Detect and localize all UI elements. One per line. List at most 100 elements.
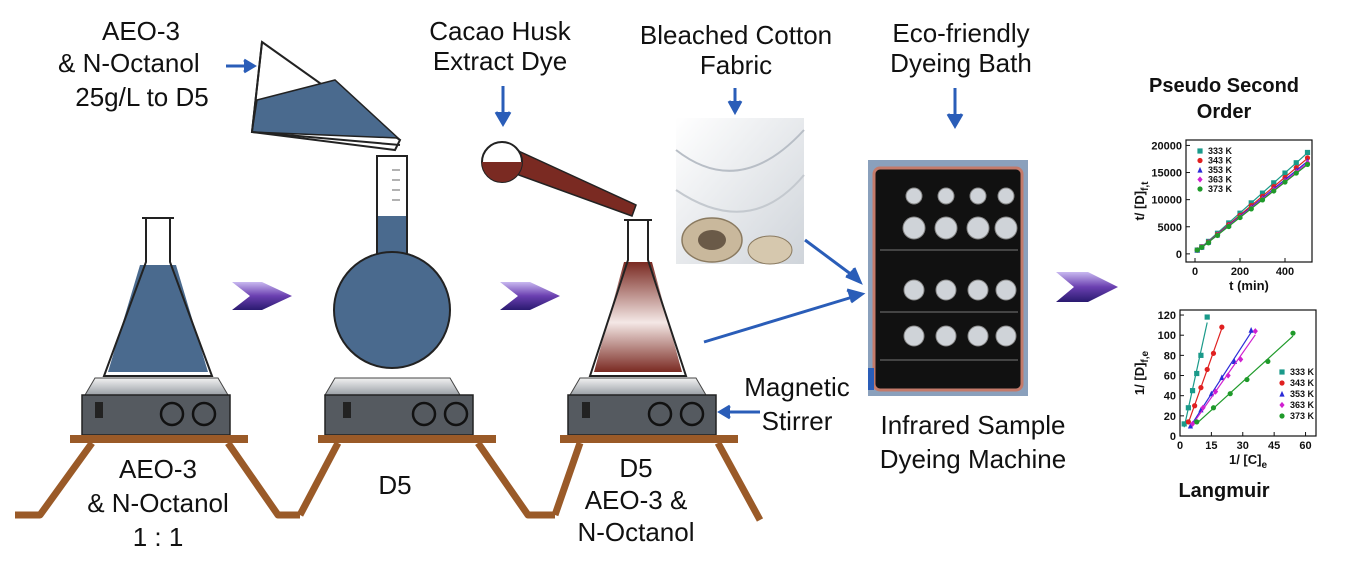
legend-label: 333 K bbox=[1208, 146, 1233, 156]
data-point bbox=[1248, 200, 1254, 206]
arrow-down-fabric bbox=[727, 88, 743, 116]
legend-marker bbox=[1197, 148, 1203, 154]
legend-label: 353 K bbox=[1208, 165, 1233, 175]
data-point bbox=[1244, 376, 1250, 383]
data-point bbox=[1238, 356, 1244, 363]
wooden-stand-1 bbox=[15, 435, 300, 519]
x-axis-label: 1/ [C]e bbox=[1229, 452, 1268, 471]
x-tick-label: 0 bbox=[1192, 266, 1198, 278]
y-axis-label-subscript: f,e bbox=[1140, 350, 1151, 362]
y-tick-label: 20000 bbox=[1151, 140, 1182, 152]
data-point bbox=[1199, 244, 1205, 250]
legend-marker bbox=[1197, 186, 1203, 192]
legend-label: 353 K bbox=[1290, 389, 1315, 399]
data-point bbox=[1282, 179, 1288, 185]
data-point bbox=[1219, 374, 1225, 381]
series-343-K: 343 K bbox=[1185, 324, 1315, 425]
fit-line bbox=[1187, 328, 1223, 424]
data-point bbox=[1265, 358, 1271, 365]
legend-label: 363 K bbox=[1208, 175, 1233, 185]
data-point bbox=[1210, 350, 1217, 356]
data-point bbox=[1219, 324, 1225, 330]
data-point bbox=[1304, 149, 1311, 156]
legend-label: 373 K bbox=[1290, 411, 1315, 421]
data-point bbox=[1226, 223, 1232, 230]
y-tick-label: 0 bbox=[1170, 431, 1176, 443]
data-point bbox=[1252, 328, 1258, 335]
legend-label: 333 K bbox=[1290, 367, 1315, 377]
series-373-K: 373 K bbox=[1194, 161, 1311, 253]
data-point bbox=[1194, 419, 1200, 425]
data-point bbox=[1304, 155, 1311, 161]
y-axis-label: t/ [D]f,t bbox=[1132, 181, 1151, 221]
data-point bbox=[1271, 180, 1277, 186]
arrow-down-bath bbox=[946, 88, 964, 129]
legend-label: 373 K bbox=[1208, 184, 1233, 194]
x-tick-label: 15 bbox=[1205, 440, 1217, 452]
data-point bbox=[1194, 370, 1200, 377]
legend-label: 363 K bbox=[1290, 400, 1315, 410]
data-point bbox=[1293, 170, 1299, 176]
round-bottom-flask bbox=[333, 155, 451, 369]
data-point bbox=[1271, 188, 1277, 194]
data-point bbox=[1192, 403, 1198, 409]
data-point bbox=[1198, 352, 1204, 358]
x-tick-label: 60 bbox=[1299, 440, 1311, 452]
data-point bbox=[1204, 366, 1210, 373]
data-point bbox=[1304, 161, 1311, 167]
arrow-flask-to-machine bbox=[703, 288, 866, 344]
arrow-fabric-to-machine bbox=[804, 238, 863, 285]
y-tick-label: 15000 bbox=[1151, 168, 1182, 180]
dye-pipette bbox=[481, 141, 637, 217]
y-tick-label: 5000 bbox=[1158, 222, 1182, 234]
legend-marker bbox=[1197, 166, 1203, 173]
arrow-to-tilted-beaker bbox=[226, 58, 257, 74]
legend-marker bbox=[1279, 369, 1285, 375]
y-tick-label: 60 bbox=[1164, 371, 1176, 383]
label-octanol-top: & N-Octanol bbox=[58, 48, 200, 78]
data-point bbox=[1198, 385, 1204, 391]
series-363-K: 363 K bbox=[1189, 328, 1315, 428]
chart1-title: Pseudo Second Order bbox=[1148, 75, 1300, 123]
series-333-K: 333 K bbox=[1181, 314, 1315, 428]
data-point bbox=[1185, 419, 1191, 425]
x-axis-label: t (min) bbox=[1229, 278, 1269, 293]
magnetic-stirrer-1 bbox=[81, 377, 231, 436]
chart2-title: Langmuir bbox=[1178, 480, 1270, 502]
flow-arrows bbox=[226, 58, 964, 420]
y-tick-label: 40 bbox=[1164, 391, 1176, 403]
erlenmeyer-flask-blue bbox=[102, 217, 214, 377]
legend-marker bbox=[1197, 176, 1203, 183]
wooden-stand-2 bbox=[296, 435, 555, 519]
arrow-down-dye bbox=[494, 86, 512, 127]
legend-marker bbox=[1279, 380, 1285, 386]
y-tick-label: 100 bbox=[1158, 330, 1176, 342]
magnetic-stirrer-2 bbox=[324, 377, 474, 436]
data-point bbox=[1248, 206, 1254, 212]
legend-label: 343 K bbox=[1208, 156, 1233, 166]
legend-marker bbox=[1279, 390, 1285, 397]
data-point bbox=[1181, 421, 1187, 427]
process-chevron-3 bbox=[1056, 272, 1118, 302]
data-point bbox=[1200, 404, 1206, 411]
data-point bbox=[1225, 372, 1231, 379]
x-tick-label: 400 bbox=[1276, 266, 1294, 278]
data-point bbox=[1189, 420, 1196, 428]
x-tick-label: 45 bbox=[1268, 440, 1280, 452]
data-point bbox=[1237, 214, 1243, 221]
label-flask2-d5: D5 bbox=[378, 470, 412, 500]
erlenmeyer-flask-dye bbox=[588, 219, 688, 377]
data-point bbox=[1293, 160, 1299, 166]
infrared-dyeing-machine bbox=[868, 160, 1028, 396]
tilted-beaker-blue bbox=[250, 40, 402, 152]
arrow-stirrer bbox=[717, 404, 760, 420]
process-chevron-1 bbox=[232, 282, 292, 310]
data-point bbox=[1204, 314, 1210, 320]
magnetic-stirrer-3 bbox=[567, 377, 717, 436]
